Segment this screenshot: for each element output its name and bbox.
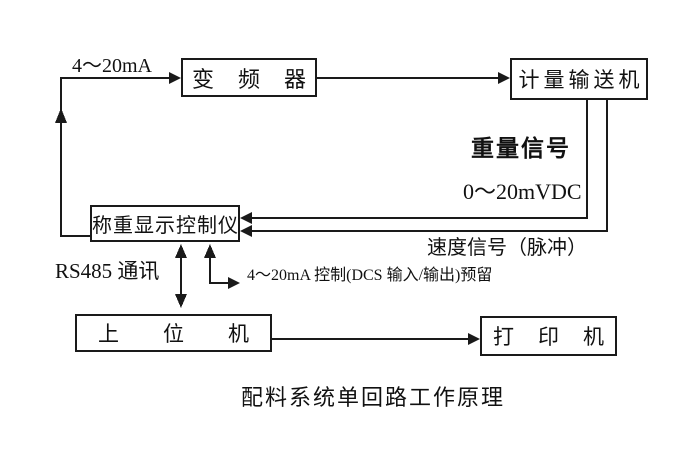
edge-controller-to-inverter (55, 72, 181, 237)
arrowhead-right-icon (228, 277, 240, 289)
arrowhead-up-icon (55, 108, 67, 123)
edge-host-to-printer (272, 333, 480, 345)
arrowhead-left-icon (240, 225, 252, 237)
node-printer-label: 打印机 (493, 325, 628, 349)
arrowhead-up-icon (175, 244, 187, 258)
node-printer: 打印机 (480, 316, 617, 356)
label-speed-signal: 速度信号（脉冲） (427, 237, 587, 259)
edge-inverter-to-conveyor (317, 72, 510, 84)
arrowhead-down-icon (175, 294, 187, 308)
label-weight-signal-range: 0～20mVDC (463, 179, 582, 204)
label-setpoint-4-20ma: 4～20mA (72, 55, 152, 77)
edge-speed-signal (240, 100, 608, 237)
node-inverter: 变频器 (181, 58, 317, 97)
label-rs485-comm: RS485 通讯 (55, 259, 160, 283)
node-metering-conveyor: 计量输送机 (510, 58, 648, 100)
label-weight-signal: 重量信号 (471, 136, 571, 161)
edge-rs485-link (175, 244, 187, 308)
node-metering-conveyor-label: 计量输送机 (518, 68, 644, 92)
arrowhead-right-icon (169, 72, 181, 84)
arrowhead-right-icon (468, 333, 480, 345)
node-host-computer-label: 上位机 (98, 322, 293, 346)
diagram-caption: 配料系统单回路工作原理 (241, 385, 506, 410)
edge-weight-signal (240, 100, 588, 224)
arrowhead-left-icon (240, 212, 252, 224)
node-inverter-label: 变频器 (191, 66, 330, 92)
node-weighing-controller: 称重显示控制仪 (90, 205, 240, 242)
arrowhead-right-icon (498, 72, 510, 84)
edge-dcs-reserved (204, 244, 240, 289)
node-weighing-controller-label: 称重显示控制仪 (92, 215, 239, 237)
arrowhead-up-icon (204, 244, 216, 258)
label-dcs-reserved: 4～20mA 控制(DCS 输入/输出)预留 (247, 267, 493, 284)
node-host-computer: 上位机 (75, 314, 272, 352)
